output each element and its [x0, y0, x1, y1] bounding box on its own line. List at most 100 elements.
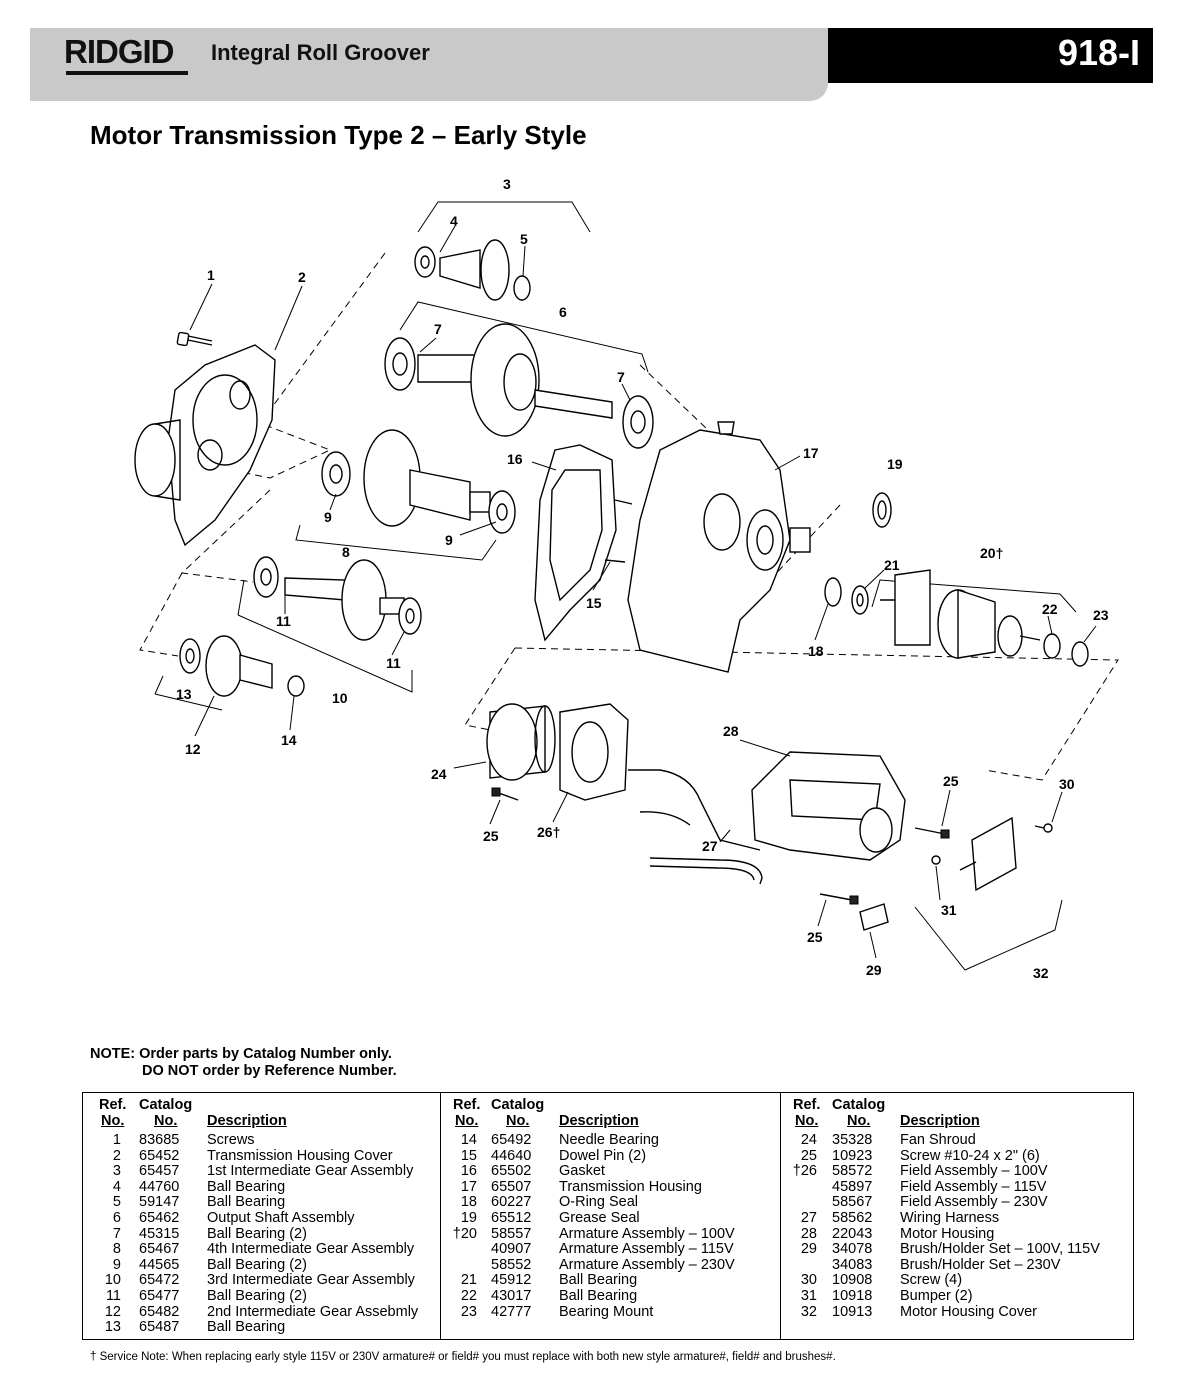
part-description: 3rd Intermediate Gear Assembly — [207, 1272, 415, 1289]
ref-number: 3 — [112, 1163, 121, 1180]
ref-number: 25 — [800, 1147, 817, 1164]
part-29-brush-holder — [859, 903, 889, 931]
ref-header-1: Ref. — [453, 1097, 481, 1113]
order-note: NOTE: Order parts by Catalog Number only… — [90, 1046, 397, 1080]
catalog-number: 42777 — [491, 1303, 532, 1320]
cat-header-1: Catalog — [491, 1097, 545, 1113]
ref-header-2: No. — [455, 1113, 479, 1129]
part-description: Screws — [207, 1132, 255, 1148]
desc-header: Description — [900, 1113, 980, 1129]
part-description: Motor Housing Cover — [900, 1303, 1037, 1320]
ref-number: 6 — [112, 1209, 121, 1226]
callout: 31 — [941, 902, 957, 918]
table-row: 25 10923 Screw #10-24 x 2" (6) — [781, 1147, 1132, 1165]
leader-lines — [189, 225, 1097, 959]
callout: 9 — [445, 532, 453, 548]
part-10-gear-assembly — [253, 556, 422, 641]
part-description: Ball Bearing — [207, 1178, 286, 1195]
ref-number: 7 — [112, 1225, 121, 1242]
order-note-line-1: NOTE: Order parts by Catalog Number only… — [90, 1046, 392, 1062]
header-bar-tab — [30, 83, 828, 101]
ref-header-2: No. — [795, 1113, 819, 1129]
part-description: 1st Intermediate Gear Assembly — [207, 1163, 414, 1180]
catalog-number: 58557 — [491, 1225, 532, 1242]
catalog-number: 65482 — [139, 1303, 180, 1320]
part-32-motor-housing-cover — [931, 816, 1053, 892]
part-description: Ball Bearing — [207, 1319, 286, 1336]
callout: 8 — [342, 544, 350, 560]
desc-header: Description — [559, 1113, 639, 1129]
part-description: Screw #10-24 x 2" (6) — [900, 1147, 1040, 1164]
catalog-number: 44565 — [139, 1256, 180, 1273]
ref-number: 13 — [104, 1319, 121, 1336]
parts-column-header: Ref. No. Catalog No. Description — [781, 1097, 1132, 1131]
callout: 20† — [980, 545, 1003, 561]
catalog-number: 58572 — [832, 1163, 873, 1180]
catalog-number: 45315 — [139, 1225, 180, 1242]
part-description: Ball Bearing (2) — [207, 1256, 307, 1273]
part-description: Wiring Harness — [900, 1209, 1000, 1226]
catalog-number: 65507 — [491, 1178, 532, 1195]
catalog-number: 65452 — [139, 1147, 180, 1164]
cat-header-2: No. — [847, 1113, 871, 1129]
catalog-number: 58552 — [491, 1256, 532, 1273]
catalog-number: 43017 — [491, 1287, 532, 1304]
callout: 7 — [617, 369, 625, 385]
part-2-housing-cover — [134, 344, 276, 547]
part-description: Field Assembly – 100V — [900, 1163, 1048, 1180]
catalog-number: 65502 — [491, 1163, 532, 1180]
callout: 25 — [943, 773, 959, 789]
callout: 26† — [537, 824, 560, 840]
callout: 17 — [803, 445, 819, 461]
ref-number: 27 — [800, 1209, 817, 1226]
part-26-field-assembly — [559, 703, 761, 851]
catalog-number: 65472 — [139, 1272, 180, 1289]
part-description: Ball Bearing — [559, 1287, 638, 1304]
callout: 28 — [723, 723, 739, 739]
parts-column-header: Ref. No. Catalog No. Description — [83, 1097, 440, 1131]
callout: 4 — [450, 213, 458, 229]
callout: 32 — [1033, 965, 1049, 981]
part-6-output-shaft — [384, 323, 654, 449]
ref-number: 23 — [460, 1303, 477, 1320]
service-note: † Service Note: When replacing early sty… — [90, 1351, 836, 1363]
part-description: Output Shaft Assembly — [207, 1209, 355, 1226]
desc-header: Description — [207, 1113, 287, 1129]
callout: 1 — [207, 267, 215, 283]
part-17-transmission-housing — [627, 421, 811, 673]
part-8-gear-assembly — [321, 429, 516, 534]
catalog-number: 10918 — [832, 1287, 873, 1304]
catalog-number: 59147 — [139, 1194, 180, 1211]
ref-number: 9 — [112, 1256, 121, 1273]
catalog-number: 60227 — [491, 1194, 532, 1211]
part-27-wiring-harness — [649, 857, 763, 885]
part-description: Field Assembly – 115V — [900, 1178, 1047, 1195]
callout: 15 — [586, 595, 602, 611]
callout: 14 — [281, 732, 297, 748]
assembly-brackets — [139, 201, 1119, 971]
catalog-number: 10923 — [832, 1147, 873, 1164]
ref-number: 19 — [460, 1209, 477, 1226]
part-16-gasket — [534, 444, 633, 642]
part-description: Bearing Mount — [559, 1303, 654, 1320]
part-description: Brush/Holder Set – 100V, 115V — [900, 1241, 1100, 1258]
callout: 7 — [434, 321, 442, 337]
